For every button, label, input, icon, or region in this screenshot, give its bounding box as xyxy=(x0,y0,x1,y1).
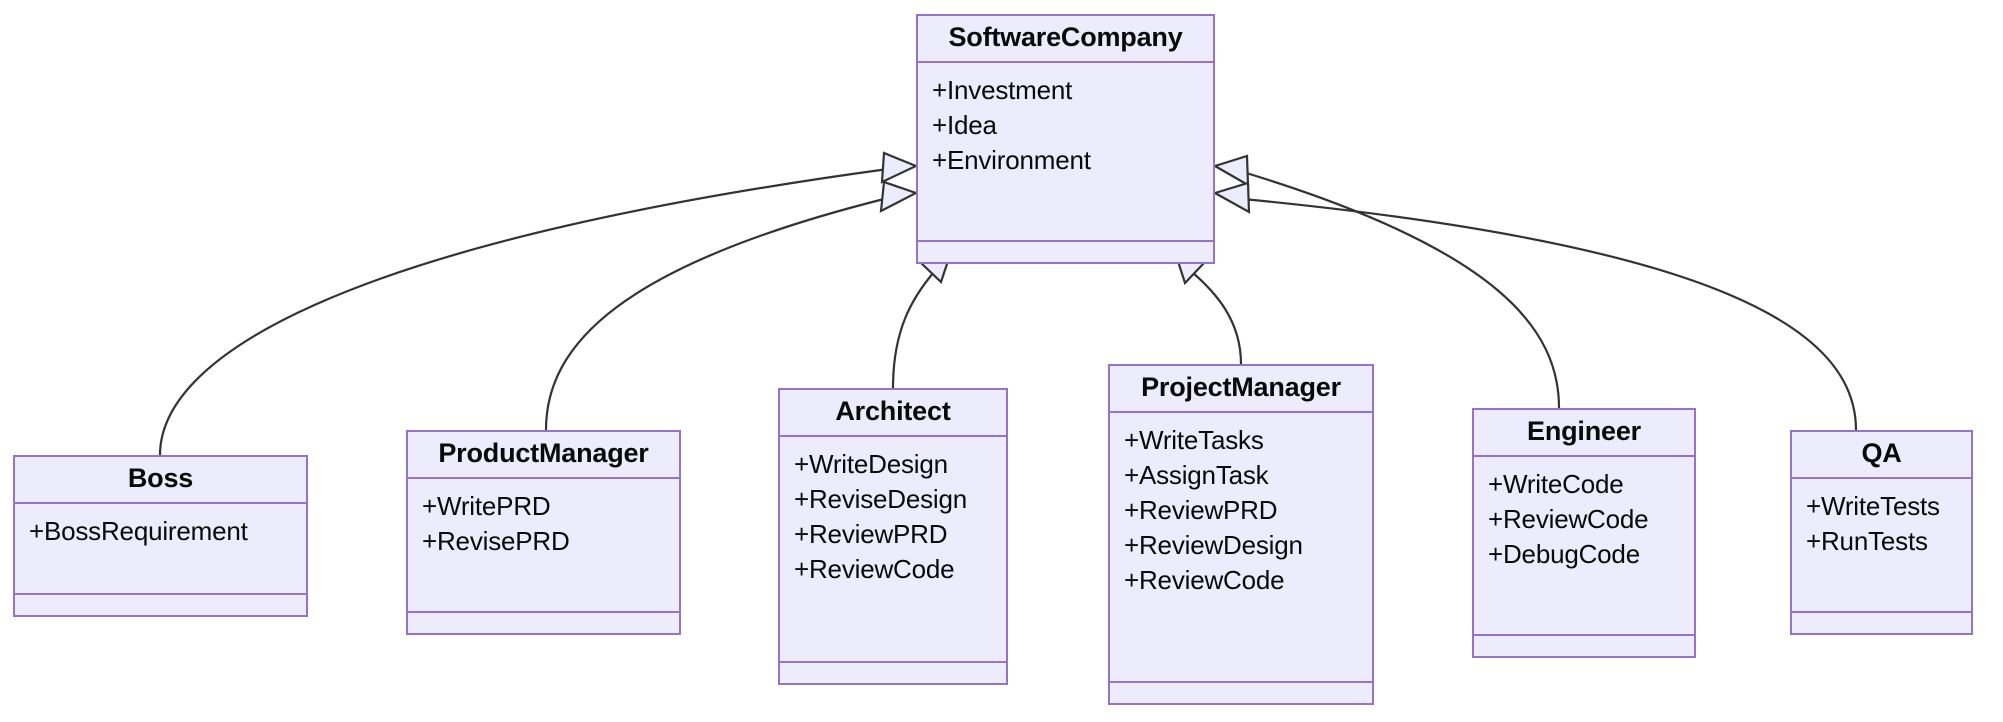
class-attribute: +Idea xyxy=(932,110,997,141)
class-attribute: +WriteTests xyxy=(1806,491,1940,522)
class-attribute: +WriteTasks xyxy=(1124,425,1264,456)
uml-class-project-manager[interactable]: ProjectManager +WriteTasks +AssignTask +… xyxy=(1108,364,1374,705)
class-attributes-product-manager: +WritePRD +RevisePRD xyxy=(408,479,679,613)
class-attributes-project-manager: +WriteTasks +AssignTask +ReviewPRD +Revi… xyxy=(1110,413,1372,683)
class-methods-architect xyxy=(780,663,1006,683)
edge-projectmanager-to-softwarecompany xyxy=(1191,271,1243,365)
uml-class-software-company[interactable]: SoftwareCompany +Investment +Idea +Envir… xyxy=(916,14,1215,264)
class-title-boss: Boss xyxy=(15,457,306,505)
class-attribute: +WriteDesign xyxy=(794,449,948,480)
class-methods-software-company xyxy=(918,242,1213,262)
class-attribute: +DebugCode xyxy=(1488,539,1640,570)
class-attribute: +ReviewPRD xyxy=(794,519,948,550)
class-attribute: +Environment xyxy=(932,145,1091,176)
class-methods-project-manager xyxy=(1110,683,1372,703)
class-attributes-boss: +BossRequirement xyxy=(15,504,306,595)
class-attribute: +ReviewCode xyxy=(1488,504,1649,535)
uml-class-architect[interactable]: Architect +WriteDesign +ReviseDesign +Re… xyxy=(778,388,1008,685)
class-methods-qa xyxy=(1792,613,1971,633)
class-attributes-architect: +WriteDesign +ReviseDesign +ReviewPRD +R… xyxy=(780,437,1006,663)
generalization-arrowhead-engineer xyxy=(1212,154,1250,187)
class-attribute: +ReviewCode xyxy=(1124,565,1285,596)
class-attribute: +RevisePRD xyxy=(422,526,570,557)
generalization-arrowhead-boss xyxy=(880,151,919,184)
class-attribute: +ReviewCode xyxy=(794,554,955,585)
class-attribute: +WriteCode xyxy=(1488,469,1624,500)
class-title-project-manager: ProjectManager xyxy=(1110,366,1372,414)
edge-architect-to-softwarecompany xyxy=(891,271,935,389)
generalization-arrowhead-qa xyxy=(1212,181,1251,214)
class-title-architect: Architect xyxy=(780,390,1006,438)
class-attributes-software-company: +Investment +Idea +Environment xyxy=(918,63,1213,242)
uml-class-engineer[interactable]: Engineer +WriteCode +ReviewCode +DebugCo… xyxy=(1472,408,1696,658)
class-title-software-company: SoftwareCompany xyxy=(918,16,1213,64)
class-title-qa: QA xyxy=(1792,432,1971,480)
class-attribute: +WritePRD xyxy=(422,491,551,522)
class-attribute: +AssignTask xyxy=(1124,460,1269,491)
class-title-product-manager: ProductManager xyxy=(408,432,679,480)
class-attribute: +ReviewDesign xyxy=(1124,530,1303,561)
uml-class-product-manager[interactable]: ProductManager +WritePRD +RevisePRD xyxy=(406,430,681,635)
class-title-engineer: Engineer xyxy=(1474,410,1694,458)
class-attributes-engineer: +WriteCode +ReviewCode +DebugCode xyxy=(1474,457,1694,636)
class-methods-product-manager xyxy=(408,613,679,633)
class-attribute: +ReviewPRD xyxy=(1124,495,1278,526)
class-attributes-qa: +WriteTests +RunTests xyxy=(1792,479,1971,613)
class-attribute: +Investment xyxy=(932,75,1073,106)
uml-class-qa[interactable]: QA +WriteTests +RunTests xyxy=(1790,430,1973,635)
class-methods-boss xyxy=(15,595,306,615)
class-attribute: +RunTests xyxy=(1806,526,1928,557)
uml-class-boss[interactable]: Boss +BossRequirement xyxy=(13,455,308,617)
class-attribute: +BossRequirement xyxy=(29,516,248,547)
generalization-arrowhead-productmanager xyxy=(879,180,919,213)
class-methods-engineer xyxy=(1474,636,1694,656)
class-attribute: +ReviseDesign xyxy=(794,484,967,515)
